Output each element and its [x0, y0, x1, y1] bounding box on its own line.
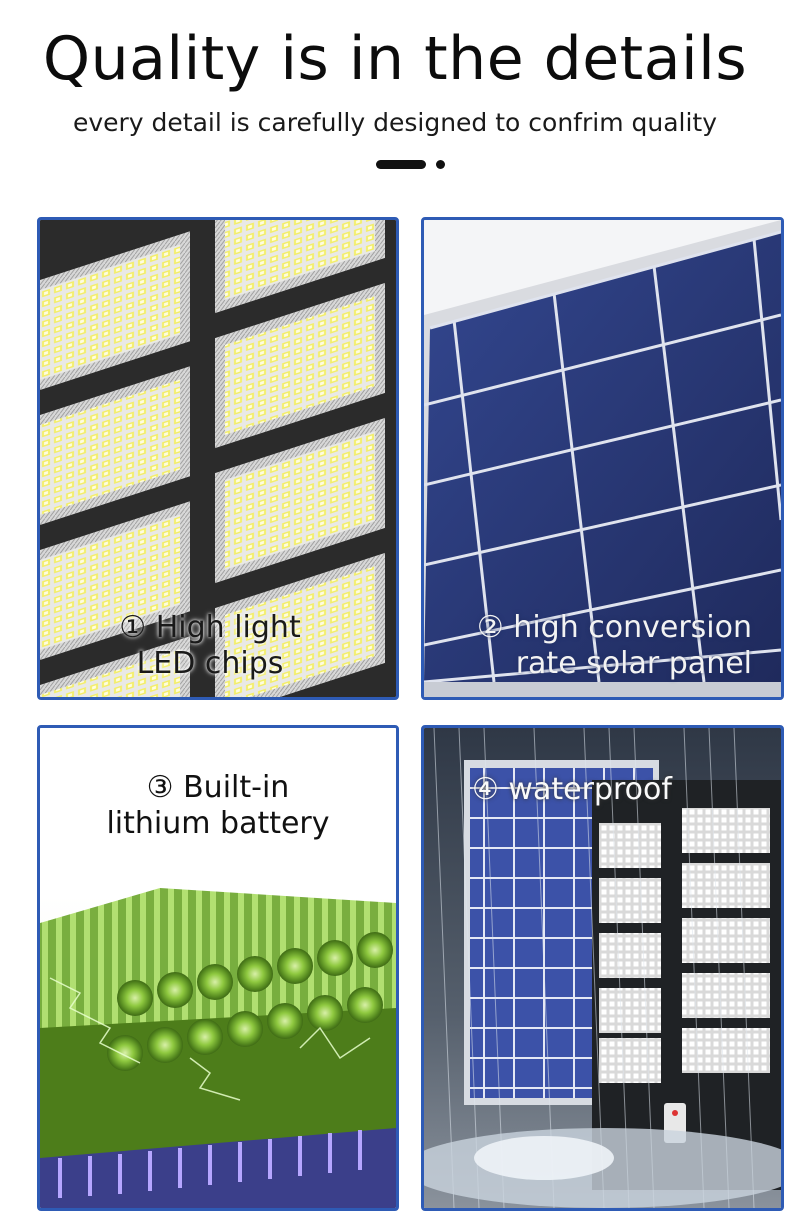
feature-caption-waterproof: ④ waterproof	[472, 772, 702, 808]
solar-panel-image	[424, 220, 781, 697]
section-divider	[376, 160, 448, 170]
caption-line: ① High light	[119, 610, 301, 645]
led-chips-image	[40, 220, 396, 697]
feature-card-battery: ③ Built-in lithium battery	[37, 725, 399, 1211]
divider-dash	[376, 160, 426, 169]
caption-line: lithium battery	[106, 806, 330, 841]
divider-dot	[436, 160, 445, 169]
page-subtitle: every detail is carefully designed to co…	[72, 108, 718, 137]
caption-line: LED chips	[136, 646, 284, 681]
caption-line: ③ Built-in	[146, 770, 290, 805]
feature-caption-solar: ② high conversion rate solar panel	[452, 610, 752, 682]
feature-card-led: ① High light LED chips	[37, 217, 399, 700]
feature-caption-battery: ③ Built-in lithium battery	[40, 770, 396, 842]
caption-line: ④ waterproof	[472, 772, 672, 807]
feature-card-waterproof: ④ waterproof	[421, 725, 784, 1211]
waterproof-image	[424, 728, 781, 1208]
feature-caption-led: ① High light LED chips	[40, 610, 380, 682]
feature-card-solar: ② high conversion rate solar panel	[421, 217, 784, 700]
caption-line: ② high conversion	[476, 610, 752, 645]
lithium-battery-image	[40, 728, 396, 1208]
page-title: Quality is in the details	[42, 24, 748, 94]
caption-line: rate solar panel	[515, 646, 752, 681]
